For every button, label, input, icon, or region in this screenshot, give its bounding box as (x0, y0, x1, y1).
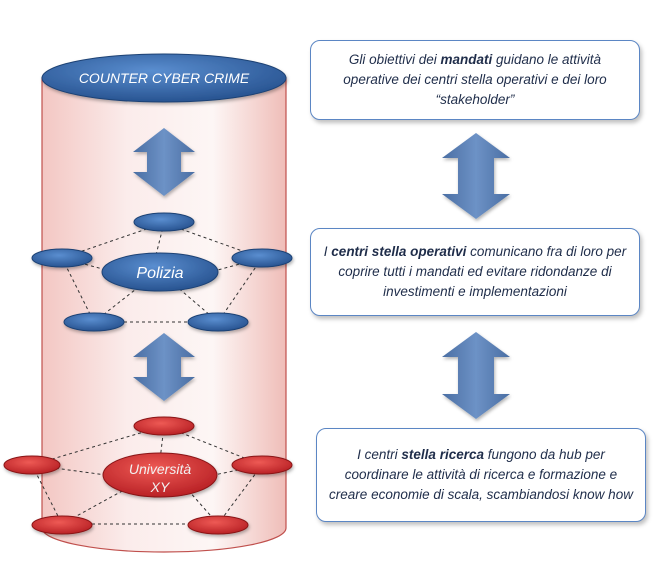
centri-ricerca-description-box: I centri stella ricerca fungono da hub p… (316, 428, 646, 522)
double-arrow-right-top (442, 133, 510, 219)
red-center-label-line1: Università (129, 461, 191, 477)
red-star-network: Università XY (3, 416, 293, 535)
cylinder-body (41, 77, 287, 553)
bold-text-segment: mandati (440, 52, 493, 67)
double-arrow-right-bottom (442, 332, 510, 419)
mandati-description-box: Gli obiettivi dei mandati guidano le att… (310, 40, 640, 120)
text-segment: comunicano fra di loro per coprire tutti… (338, 244, 627, 299)
red-center-node (102, 452, 218, 498)
blue-center-node (101, 252, 219, 292)
red-node-top (133, 416, 195, 436)
cylinder-top-label: COUNTER CYBER CRIME (79, 70, 250, 86)
red-center-label-line2: XY (150, 479, 171, 495)
centri-operativi-description-text: I centri stella operativi comunicano fra… (321, 242, 629, 302)
red-node-right (231, 455, 293, 475)
blue-center-label: Polizia (136, 265, 183, 282)
text-segment: I centri (357, 447, 402, 462)
cylinder-top (41, 53, 287, 103)
blue-star-network: Polizia (31, 212, 293, 332)
centri-operativi-description-box: I centri stella operativi comunicano fra… (310, 228, 640, 316)
blue-node-bottom-right (187, 312, 249, 332)
blue-node-top (133, 212, 195, 232)
blue-node-left (31, 248, 93, 268)
red-node-left (3, 455, 61, 475)
blue-node-bottom-left (63, 312, 125, 332)
red-node-bottom-left (31, 515, 93, 535)
text-segment: I (323, 244, 332, 259)
text-segment: fungono da hub per coordinare le attivit… (329, 447, 633, 502)
blue-node-right (231, 248, 293, 268)
red-node-bottom-right (187, 515, 249, 535)
bold-text-segment: centri stella operativi (331, 244, 467, 259)
bold-text-segment: stella ricerca (401, 447, 484, 462)
centri-ricerca-description-text: I centri stella ricerca fungono da hub p… (327, 445, 635, 505)
mandati-description-text: Gli obiettivi dei mandati guidano le att… (321, 50, 629, 110)
text-segment: guidano le attività operative dei centri… (343, 52, 607, 107)
text-segment: Gli obiettivi dei (348, 52, 441, 67)
double-arrow-top (133, 128, 195, 196)
double-arrow-middle (133, 333, 195, 401)
